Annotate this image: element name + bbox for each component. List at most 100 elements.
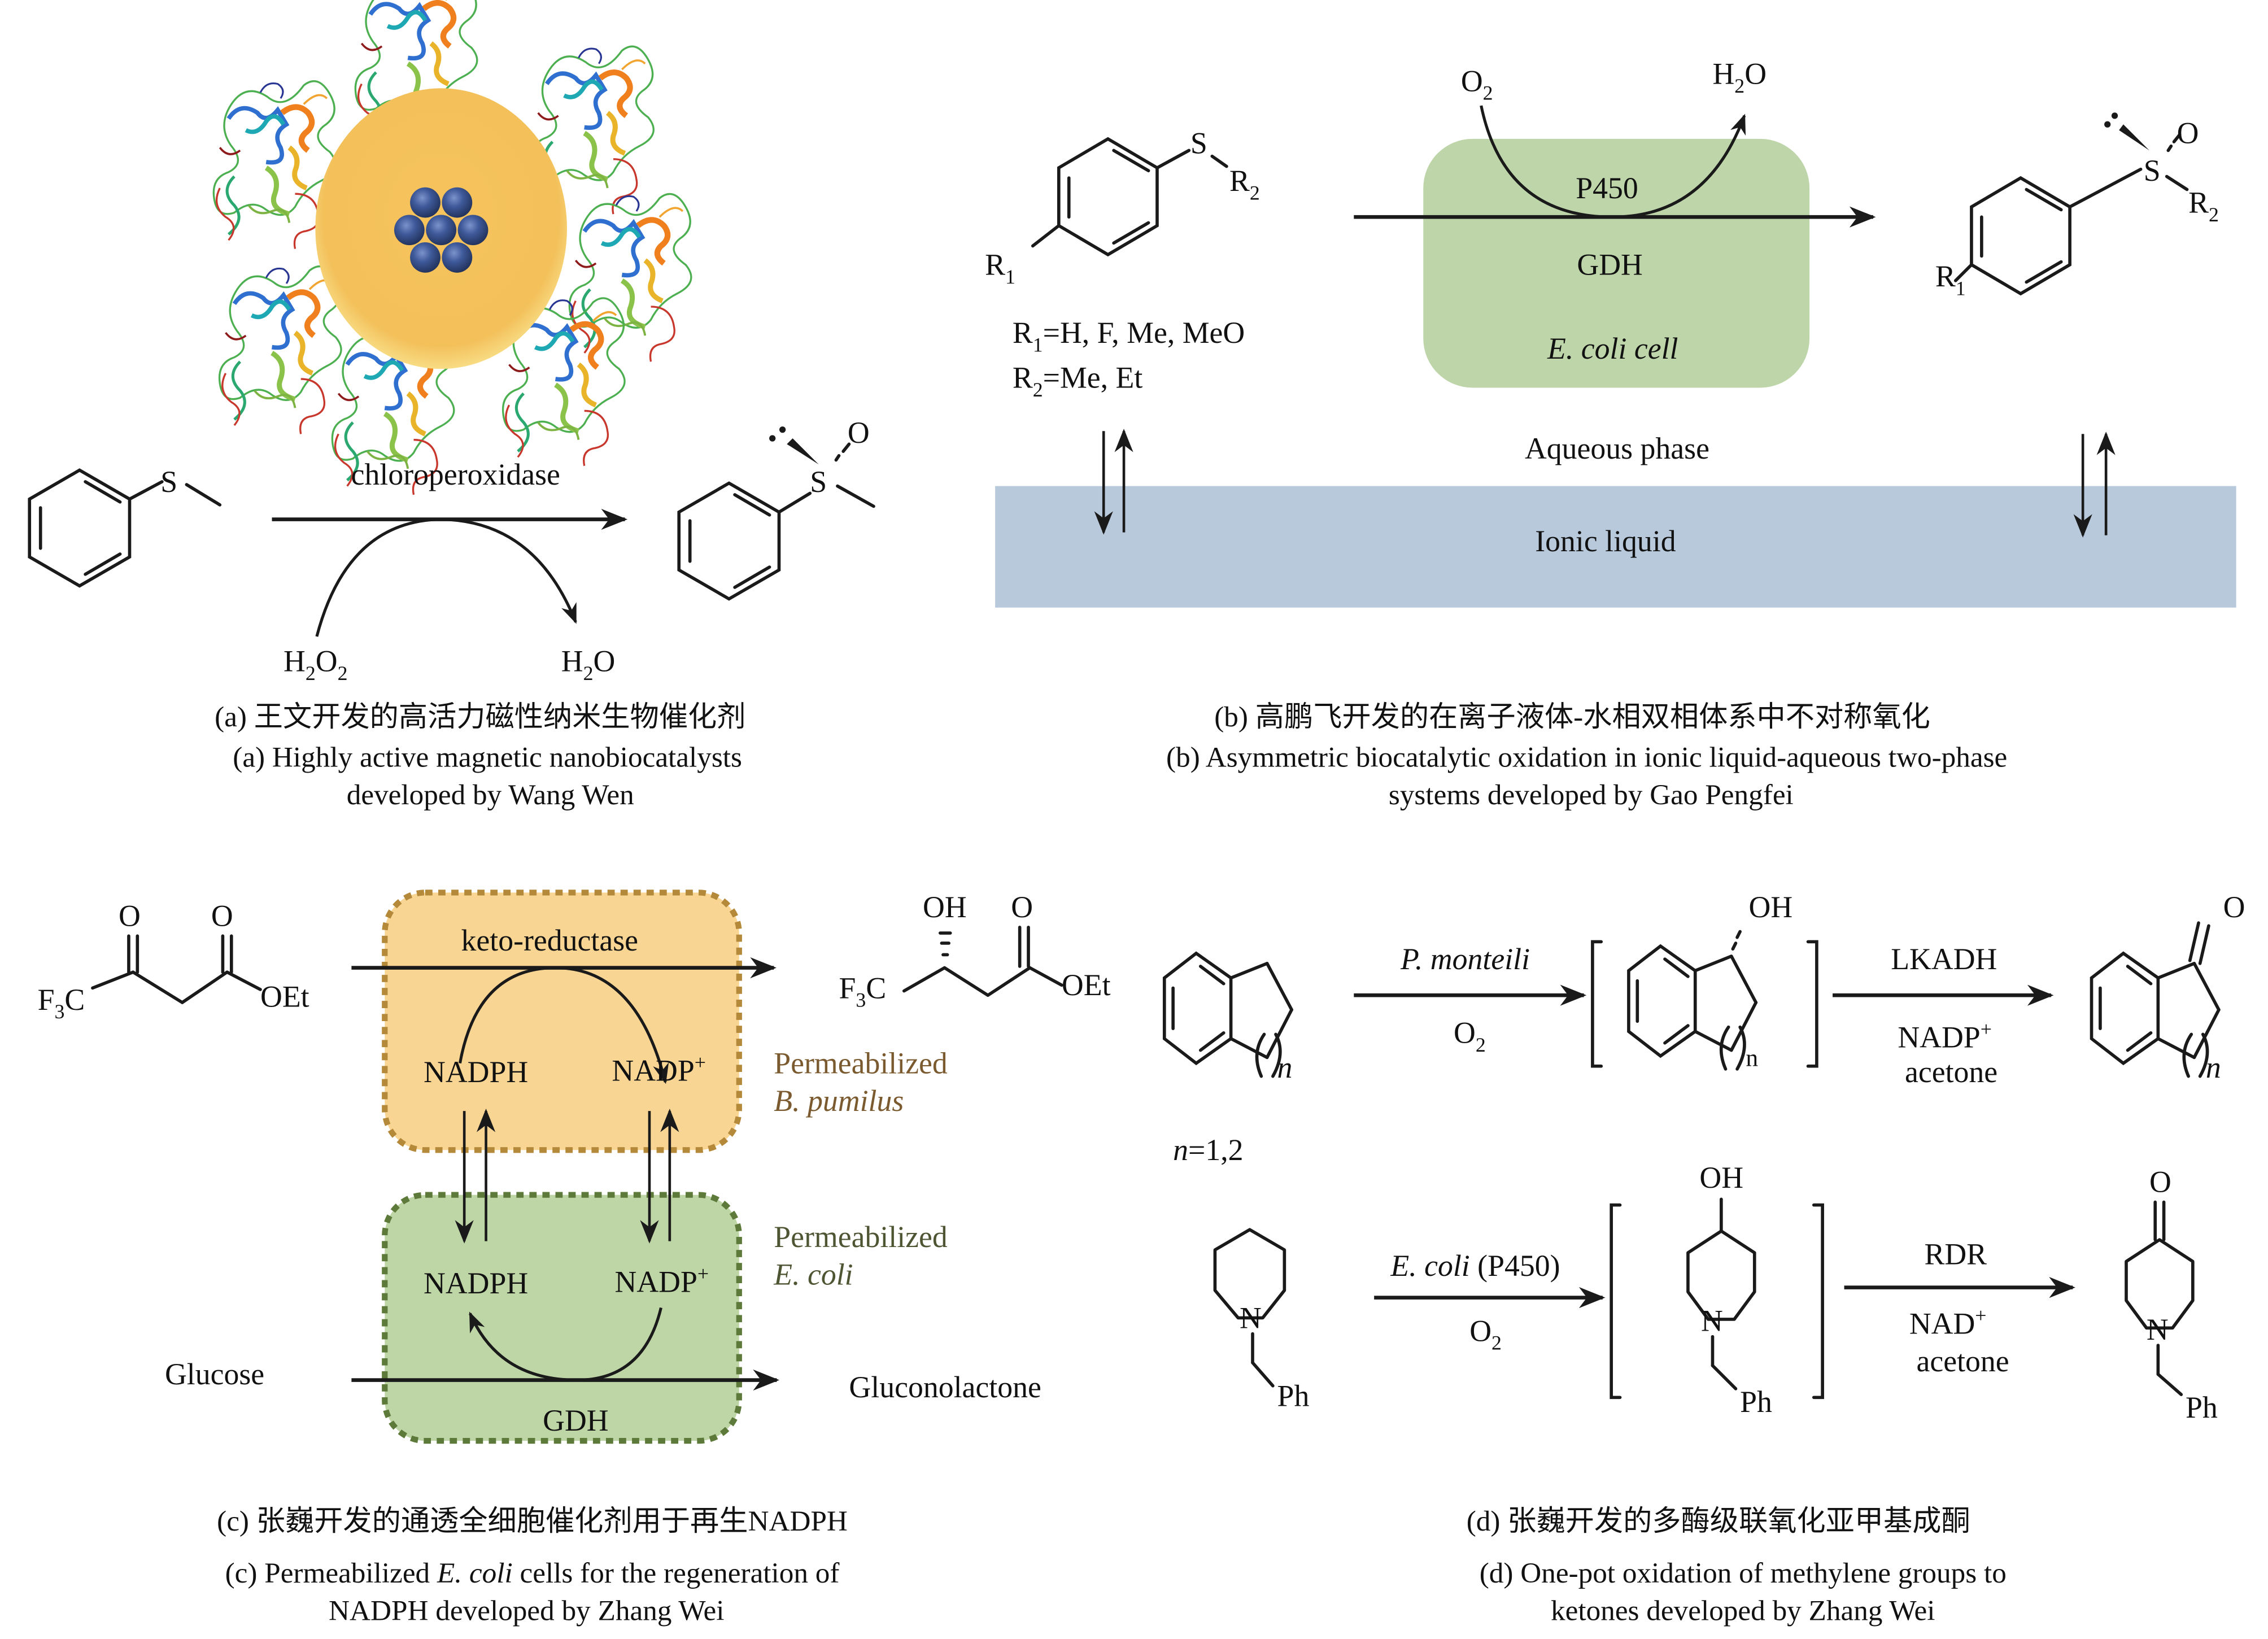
- glucose-label: Glucose: [165, 1357, 264, 1391]
- panel-d: n n=1,2 P. monteili O2 OH n LKADH NADP+: [1162, 890, 2245, 1627]
- panel-c: O O F3C OEt keto-reductase OH O: [38, 890, 1111, 1627]
- magnetic-nanoparticle-cluster: [394, 187, 489, 273]
- svg-text:F3C: F3C: [839, 971, 887, 1011]
- caption-b-en-line2: systems developed by Gao Pengfei: [1389, 779, 1794, 811]
- svg-text:OH: OH: [1749, 890, 1793, 924]
- svg-text:O: O: [2177, 116, 2199, 150]
- hydroxypiperidine-intermediate: OH N Ph: [1610, 1161, 1824, 1419]
- svg-text:O: O: [2223, 890, 2245, 924]
- caption-c-zh: (c) 张巍开发的通透全细胞催化剂用于再生NADPH: [217, 1505, 848, 1537]
- svg-text:S: S: [1190, 127, 1207, 160]
- svg-text:OH: OH: [923, 890, 967, 924]
- o2-label: O2: [1461, 64, 1493, 104]
- svg-text:S: S: [2144, 154, 2161, 188]
- ethyl-trifluoroacetoacetate-structure: O O F3C OEt: [38, 899, 309, 1023]
- thioanisole-structure: S: [29, 465, 222, 586]
- ionic-liquid-label: Ionic liquid: [1535, 524, 1676, 558]
- svg-text:R1: R1: [985, 248, 1015, 288]
- acetone-label: acetone: [1905, 1055, 1997, 1089]
- svg-text:O: O: [1011, 890, 1033, 924]
- nadp-bottom-label: NADP+: [615, 1262, 709, 1298]
- caption-a-en-line2: developed by Wang Wen: [347, 779, 634, 811]
- h2o-label: H2O: [1712, 57, 1767, 97]
- svg-text:Ph: Ph: [2186, 1390, 2218, 1424]
- caption-c-en-line2: NADPH developed by Zhang Wei: [329, 1595, 724, 1627]
- svg-text:O: O: [211, 899, 233, 932]
- substituents-r1: R1=H, F, Me, MeO: [1013, 316, 1245, 356]
- methyl-phenyl-sulfoxide-structure: S O: [679, 416, 875, 599]
- svg-text:Ph: Ph: [1740, 1385, 1772, 1419]
- nadph-bottom-label: NADPH: [424, 1266, 528, 1300]
- gdh-label: GDH: [1577, 248, 1642, 282]
- trifluoro-hydroxybutanoate-product: OH O F3C OEt: [839, 890, 1111, 1012]
- ionic-liquid-phase: [995, 486, 2236, 608]
- indanol-intermediate: OH n: [1591, 890, 1818, 1072]
- lkadh-label: LKADH: [1891, 942, 1997, 976]
- benzylpiperidine-substrate: N Ph: [1213, 1228, 1309, 1413]
- caption-d-en-line2: ketones developed by Zhang Wei: [1551, 1595, 1935, 1627]
- bpumilus-cell-box: [382, 890, 742, 1153]
- svg-text:O: O: [119, 899, 141, 932]
- keto-reductase-label: keto-reductase: [461, 923, 638, 957]
- caption-d-zh: (d) 张巍开发的多酶级联氧化亚甲基成酮: [1467, 1505, 1970, 1537]
- svg-text:S: S: [160, 465, 177, 499]
- svg-text:R2: R2: [2188, 186, 2219, 226]
- svg-text:O: O: [848, 416, 870, 450]
- benzylpiperidinone-product: O N Ph: [2125, 1165, 2218, 1424]
- svg-text:n: n: [2206, 1050, 2221, 1084]
- enzyme-protein-icon: [569, 194, 691, 361]
- caption-b-zh: (b) 高鹏飞开发的在离子液体-水相双相体系中不对称氧化: [1214, 701, 1930, 733]
- panel-b: S R2 R1 R1=H, F, Me, MeO R2=Me, Et O2 H2…: [985, 57, 2236, 811]
- rdr-label: RDR: [1924, 1237, 1987, 1271]
- svg-text:R1: R1: [1935, 259, 1966, 299]
- chiral-sulfoxide-product: S O R2 R1: [1935, 112, 2219, 300]
- svg-text:OEt: OEt: [1062, 968, 1111, 1002]
- nadp-cofactor-label: NADP+: [1898, 1018, 1992, 1054]
- o2-label: O2: [1454, 1016, 1486, 1056]
- nadp-transfer-arrows-right: [640, 1108, 679, 1244]
- substituents-r2: R2=Me, Et: [1013, 360, 1143, 400]
- caption-c-en-line1: (c) Permeabilized E. coli cells for the …: [225, 1557, 840, 1589]
- h2o-label: H2O: [561, 644, 616, 684]
- nadph-top-label: NADPH: [424, 1055, 528, 1089]
- p450-label: P450: [1576, 171, 1638, 205]
- n-values-label: n=1,2: [1173, 1133, 1243, 1167]
- magnetic-nanobiocatalyst-illustration: [213, 0, 691, 495]
- svg-text:F3C: F3C: [38, 983, 85, 1023]
- panel-a: S chloroperoxidase H2O2 H2O S O (a) 王文开发…: [29, 0, 875, 811]
- svg-text:N: N: [1240, 1301, 1262, 1335]
- svg-text:OEt: OEt: [260, 980, 309, 1014]
- indane-substrate: n: [1162, 951, 1293, 1084]
- svg-text:O: O: [2149, 1165, 2171, 1199]
- caption-d-en-line1: (d) One-pot oxidation of methylene group…: [1480, 1557, 2007, 1589]
- cofactor-curved-arrow: [315, 517, 577, 637]
- aqueous-phase-label: Aqueous phase: [1525, 431, 1709, 465]
- enzyme-protein-icon: [220, 267, 341, 434]
- svg-text:N: N: [1701, 1304, 1723, 1337]
- partition-equilibrium-arrows-right: [2073, 431, 2116, 538]
- h2o2-label: H2O2: [284, 644, 347, 684]
- partition-equilibrium-arrows-left: [1094, 429, 1133, 535]
- aryl-sulfide-substrate: S R2 R1: [985, 127, 1260, 289]
- gdh-label: GDH: [543, 1403, 608, 1437]
- ecoli-cell-box: [1423, 138, 1810, 388]
- caption-a-zh: (a) 王文开发的高活力磁性纳米生物催化剂: [215, 701, 745, 733]
- svg-text:R2: R2: [1229, 164, 1260, 204]
- svg-text:n: n: [1277, 1050, 1293, 1084]
- svg-text:n: n: [1746, 1045, 1758, 1072]
- svg-text:N: N: [2147, 1313, 2169, 1346]
- nad-cofactor-label: NAD+: [1909, 1304, 1987, 1340]
- nadp-top-label: NADP+: [612, 1051, 706, 1087]
- o2-label: O2: [1469, 1314, 1502, 1354]
- ecoli-cell-label: E. coli cell: [1547, 332, 1678, 365]
- ecoli-label-line1: Permeabilized: [774, 1220, 948, 1254]
- svg-text:S: S: [810, 465, 827, 499]
- ecoli-p450-label: E. coli (P450): [1390, 1249, 1560, 1283]
- caption-b-en-line1: (b) Asymmetric biocatalytic oxidation in…: [1166, 742, 2007, 774]
- ecoli-label-line2: E. coli: [773, 1257, 853, 1291]
- acetone-label: acetone: [1916, 1344, 2009, 1378]
- bpumilus-label-line2: B. pumilus: [774, 1084, 904, 1118]
- gluconolactone-label: Gluconolactone: [849, 1370, 1041, 1404]
- nadph-consumption-curved-arrow: [458, 966, 669, 1084]
